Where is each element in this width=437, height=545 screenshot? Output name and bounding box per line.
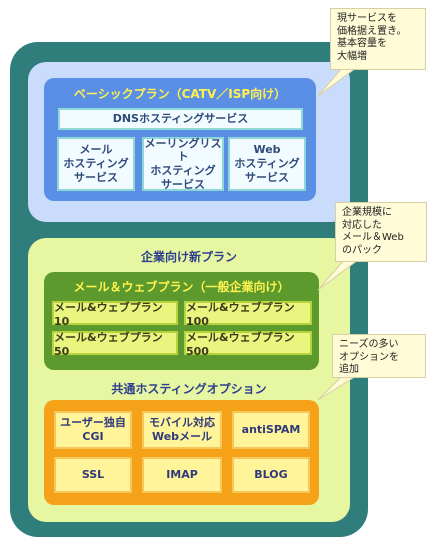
option-antispam-box: antiSPAM <box>232 411 310 449</box>
web-hosting-box: Web ホスティング サービス <box>228 137 306 191</box>
plan-50-box: メール&ウェブプラン50 <box>52 331 178 358</box>
option-cgi-box: ユーザー独自 CGI <box>54 411 132 449</box>
callout-tail-2 <box>317 259 360 291</box>
callout-mail-web-note: 企業規模に 対応した メール＆Web のパック <box>335 202 427 262</box>
basic-plan-title: ベーシックプラン（CATV／ISP向け） <box>73 87 287 101</box>
option-mobile-webmail-box: モバイル対応 Webメール <box>142 411 222 449</box>
mailinglist-hosting-box: メーリングリスト ホスティング サービス <box>142 137 224 191</box>
plan-10-box: メール&ウェブプラン10 <box>52 301 178 328</box>
plan-100-box: メール&ウェブプラン100 <box>184 301 312 328</box>
callout-basic-note: 現サービスを 価格据え置き。 基本容量を 大幅増 <box>330 8 426 70</box>
shared-options-title: 共通ホスティングオプション <box>111 382 267 396</box>
corporate-plan-title: 企業向け新プラン <box>140 250 237 264</box>
callout-tail-1 <box>317 67 358 97</box>
callout-tail-3 <box>317 375 358 401</box>
option-blog-box: BLOG <box>232 457 310 493</box>
dns-hosting-box: DNSホスティングサービス <box>58 108 303 130</box>
option-ssl-box: SSL <box>54 457 132 493</box>
plan-500-box: メール&ウェブプラン500 <box>184 331 312 358</box>
mail-hosting-box: メール ホスティング サービス <box>57 137 135 191</box>
callout-options-note: ニーズの多い オプションを 追加 <box>332 334 426 378</box>
mail-web-plan-title: メール＆ウェブプラン（一般企業向け） <box>73 280 290 294</box>
option-imap-box: IMAP <box>142 457 222 493</box>
